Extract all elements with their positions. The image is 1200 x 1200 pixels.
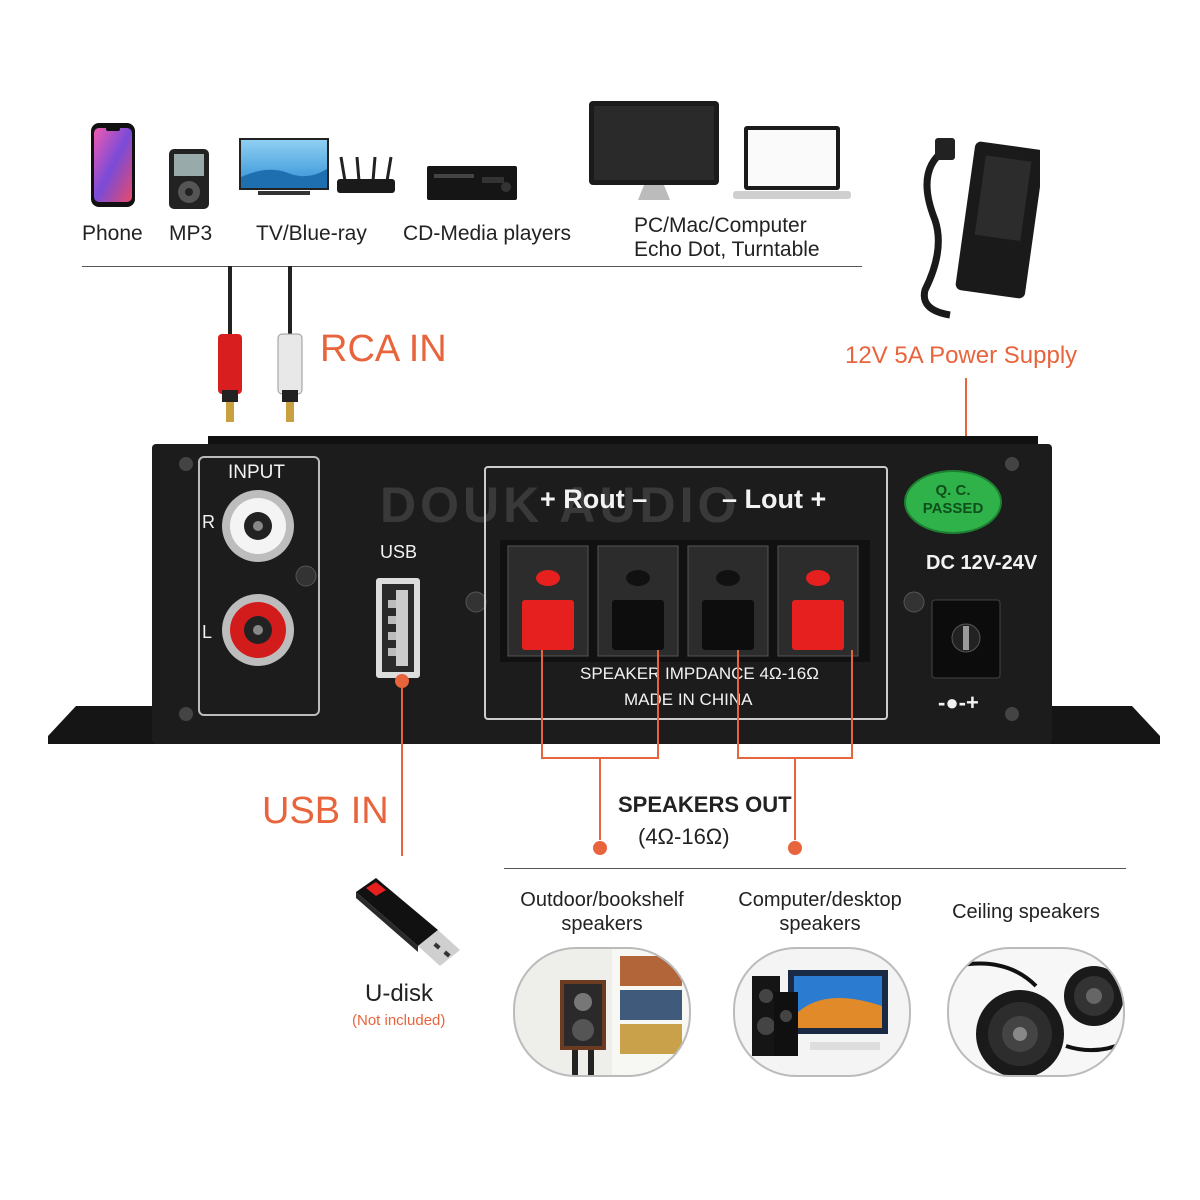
pc-label-line2: Echo Dot, Turntable (634, 238, 820, 261)
speakers-out-impedance: (4Ω-16Ω) (638, 824, 730, 849)
tv-icon (239, 138, 329, 195)
cd-media-label: CD-Media players (403, 222, 572, 245)
cd-player-icon (427, 166, 517, 200)
speakers-out-bracket (541, 650, 853, 855)
mp3-label: MP3 (169, 222, 213, 245)
speakers-out-title: SPEAKERS OUT (618, 792, 792, 817)
router-icon (337, 156, 395, 193)
power-connector-line (965, 378, 967, 486)
usb-in-title: USB IN (262, 790, 389, 832)
computer-line2: speakers (779, 913, 861, 935)
computer-speaker-image (733, 947, 911, 1077)
usb-port[interactable] (374, 576, 422, 680)
outdoor-line1: Outdoor/bookshelf (520, 889, 684, 911)
divider-top (82, 266, 862, 267)
tv-label: TV/Blue-ray (256, 222, 367, 245)
rout-label: + Rout – (540, 484, 648, 514)
ceiling-speaker-image (947, 947, 1125, 1077)
input-l-label: L (202, 622, 213, 642)
divider-bottom (504, 868, 1126, 869)
usb-connector-dot (395, 674, 409, 688)
u-disk-icon (356, 878, 460, 966)
phone-label: Phone (82, 222, 143, 245)
power-supply-label: 12V 5A Power Supply (845, 342, 1078, 369)
rca-jack-left[interactable] (220, 592, 296, 668)
u-disk-note: (Not included) (352, 1012, 446, 1029)
bookshelf-speaker-image (513, 947, 691, 1077)
computer-line1: Computer/desktop (738, 889, 902, 911)
lout-label: – Lout + (722, 484, 827, 514)
qc-line2: PASSED (922, 500, 984, 517)
input-label: INPUT (228, 462, 285, 483)
speaker-impedance-label: SPEAKER IMPDANCE 4Ω-16Ω (580, 664, 819, 683)
ceiling-speakers-label: Ceiling speakers (952, 901, 1100, 923)
phone-icon (91, 123, 135, 207)
speaker-terminal-block[interactable] (500, 540, 870, 662)
made-in-china-label: MADE IN CHINA (624, 690, 753, 709)
usb-port-label: USB (380, 542, 418, 562)
rca-jack-right[interactable] (220, 488, 296, 564)
input-panel (198, 456, 320, 716)
input-r-label: R (202, 512, 215, 532)
dc-voltage-label: DC 12V-24V (926, 552, 1038, 574)
power-adapter-icon (920, 138, 1040, 319)
watermark: DOUK AUDIO (380, 477, 741, 533)
mp3-player-icon (169, 149, 209, 209)
speaker-terminal-panel (484, 466, 888, 720)
polarity-label: -●-+ (938, 690, 979, 715)
dc-power-jack[interactable] (930, 598, 1002, 680)
u-disk-label: U-disk (365, 980, 434, 1007)
outdoor-line2: speakers (561, 913, 643, 935)
qc-passed-sticker: Q. C. PASSED (904, 470, 1002, 534)
rca-cable-icon (218, 266, 303, 422)
qc-line1: Q. C. (935, 482, 971, 499)
monitor-icon (589, 101, 719, 200)
outdoor-speakers-label: Outdoor/bookshelf speakers (502, 888, 702, 936)
pc-label-line1: PC/Mac/Computer (634, 214, 807, 237)
laptop-icon (733, 126, 851, 199)
computer-speakers-label: Computer/desktop speakers (720, 888, 920, 936)
rca-in-title: RCA IN (320, 328, 447, 370)
usb-connector-line (401, 686, 403, 856)
